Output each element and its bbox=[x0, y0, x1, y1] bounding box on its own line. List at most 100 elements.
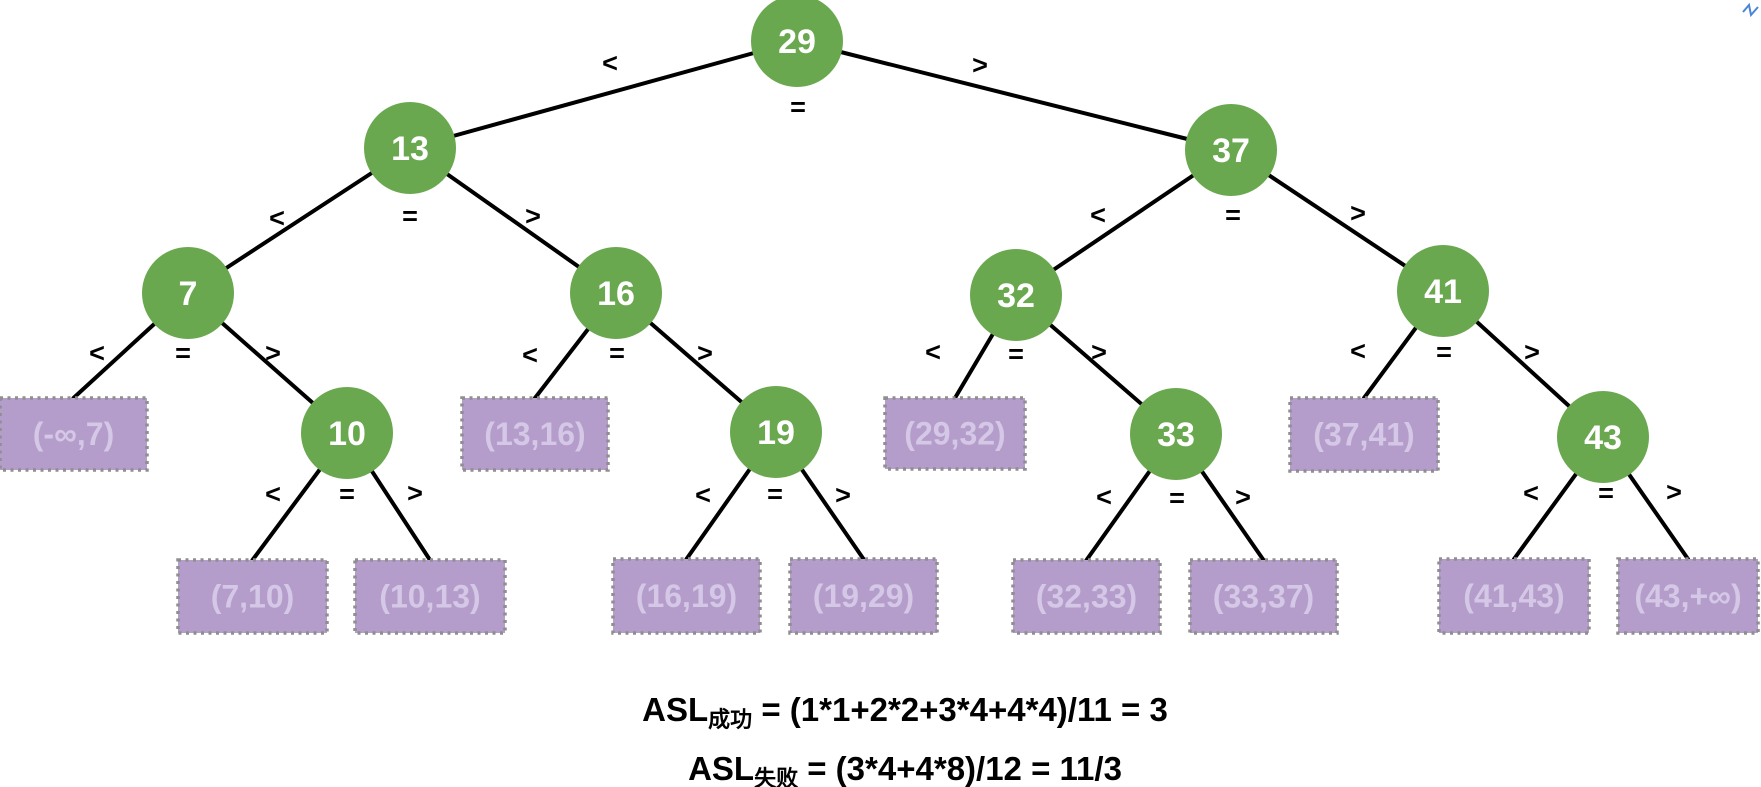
leaf-box-33_37 bbox=[1188, 558, 1339, 635]
tree-edge-32-33 bbox=[1046, 321, 1146, 408]
tree-edge-16-19 bbox=[646, 319, 746, 406]
tree-node-label-10: 10 bbox=[328, 415, 366, 453]
tree-node-label-41: 41 bbox=[1424, 273, 1462, 311]
edge-label-33-lt: < bbox=[1096, 482, 1112, 512]
leaf-label-37_41: (37,41) bbox=[1313, 417, 1414, 453]
leaf-label-41_43: (41,43) bbox=[1463, 578, 1564, 614]
tree-edge-41-43 bbox=[1472, 318, 1574, 410]
tree-edge-7-neg_inf_7 bbox=[71, 320, 159, 400]
edge-label-19-lt: < bbox=[695, 480, 711, 510]
tree-node-label-43: 43 bbox=[1584, 419, 1622, 457]
edge-label-32-lt: < bbox=[925, 337, 941, 367]
edge-label-33-eq: = bbox=[1169, 483, 1185, 513]
leaf-label-32_33: (32,33) bbox=[1036, 579, 1137, 615]
edge-label-41-lt: < bbox=[1350, 336, 1366, 366]
leaf-label-43_pos_inf: (43,+∞) bbox=[1634, 578, 1741, 614]
edge-label-43-eq: = bbox=[1598, 478, 1614, 508]
edge-label-7-eq: = bbox=[175, 338, 191, 368]
tree-node-32 bbox=[970, 249, 1062, 341]
edge-label-19-eq: = bbox=[767, 479, 783, 509]
tree-edge-10-10_13 bbox=[368, 467, 432, 562]
tree-edge-29-13 bbox=[449, 50, 758, 139]
tree-edge-41-37_41 bbox=[1362, 323, 1420, 400]
leaf-box-7_10 bbox=[176, 558, 329, 635]
edge-label-29-gt: > bbox=[972, 50, 988, 80]
tree-node-10 bbox=[301, 387, 393, 479]
tree-edge-37-41 bbox=[1264, 171, 1410, 270]
tree-edge-13-16 bbox=[443, 170, 583, 271]
asl-failure-expression: = (3*4+4*8)/12 = 11/3 bbox=[798, 750, 1122, 787]
tree-node-13 bbox=[364, 102, 456, 194]
tree-edge-33-32_33 bbox=[1084, 467, 1154, 562]
edge-label-7-lt: < bbox=[89, 338, 105, 368]
asl-success-expression: = (1*1+2*2+3*4+4*4)/11 = 3 bbox=[752, 691, 1168, 728]
edge-label-43-gt: > bbox=[1666, 477, 1682, 507]
leaf-box-10_13 bbox=[353, 558, 507, 635]
tree-node-43 bbox=[1557, 391, 1649, 483]
tree-edge-33-33_37 bbox=[1198, 467, 1266, 562]
asl-failure-base: ASL bbox=[688, 750, 755, 787]
tree-node-16 bbox=[570, 247, 662, 339]
tree-edge-32-29_32 bbox=[953, 330, 997, 400]
edge-label-29-eq: = bbox=[790, 92, 806, 122]
leaf-box-19_29 bbox=[788, 557, 939, 635]
tree-node-label-7: 7 bbox=[179, 275, 198, 313]
edge-label-16-gt: > bbox=[697, 338, 713, 368]
edge-label-16-lt: < bbox=[522, 340, 538, 370]
tree-node-29 bbox=[751, 0, 843, 87]
leaf-box-41_43 bbox=[1437, 557, 1591, 635]
tree-edge-19-16_19 bbox=[684, 465, 754, 561]
tree-node-label-16: 16 bbox=[597, 275, 635, 313]
edge-label-13-eq: = bbox=[402, 201, 418, 231]
tree-node-7 bbox=[142, 247, 234, 339]
leaf-box-13_16 bbox=[460, 396, 610, 472]
leaf-label-29_32: (29,32) bbox=[904, 416, 1005, 452]
tree-edge-43-41_43 bbox=[1512, 469, 1580, 561]
leaf-box-16_19 bbox=[611, 557, 762, 635]
tree-edge-29-37 bbox=[836, 49, 1192, 142]
edge-label-37-eq: = bbox=[1225, 200, 1241, 230]
tree-edge-7-10 bbox=[218, 319, 317, 407]
edge-label-10-eq: = bbox=[339, 479, 355, 509]
leaf-label-neg_inf_7: (-∞,7) bbox=[33, 416, 114, 452]
leaf-label-7_10: (7,10) bbox=[211, 579, 295, 615]
leaf-label-19_29: (19,29) bbox=[813, 578, 914, 614]
tree-edge-10-7_10 bbox=[250, 465, 324, 562]
tree-edge-19-19_29 bbox=[798, 465, 866, 561]
tree-node-19 bbox=[730, 386, 822, 478]
edge-label-32-gt: > bbox=[1091, 337, 1107, 367]
tree-edge-16-13_16 bbox=[533, 325, 592, 400]
tree-node-37 bbox=[1185, 104, 1277, 196]
edge-label-37-lt: < bbox=[1090, 200, 1106, 230]
tree-edge-13-7 bbox=[222, 169, 376, 272]
edge-label-41-gt: > bbox=[1524, 337, 1540, 367]
leaf-label-16_19: (16,19) bbox=[636, 578, 737, 614]
edge-label-10-lt: < bbox=[265, 479, 281, 509]
leaf-box-32_33 bbox=[1011, 558, 1162, 635]
leaf-box-43_pos_inf bbox=[1616, 557, 1760, 635]
edge-label-41-eq: = bbox=[1436, 337, 1452, 367]
tree-node-label-33: 33 bbox=[1157, 416, 1195, 454]
tree-node-label-37: 37 bbox=[1212, 132, 1250, 170]
edge-label-16-eq: = bbox=[609, 338, 625, 368]
edge-label-37-gt: > bbox=[1350, 198, 1366, 228]
leaf-box-29_32 bbox=[883, 396, 1027, 471]
edge-label-32-eq: = bbox=[1008, 339, 1024, 369]
leaf-label-10_13: (10,13) bbox=[379, 579, 480, 615]
tree-node-label-32: 32 bbox=[997, 277, 1035, 315]
asl-failure-formula: ASL失败 = (3*4+4*8)/12 = 11/3 bbox=[688, 750, 1122, 787]
edge-label-13-lt: < bbox=[269, 203, 285, 233]
asl-failure-subscript: 失败 bbox=[754, 766, 799, 787]
tree-node-label-19: 19 bbox=[757, 414, 795, 452]
tree-node-label-29: 29 bbox=[778, 23, 816, 61]
edge-label-43-lt: < bbox=[1523, 478, 1539, 508]
edge-label-7-gt: > bbox=[265, 338, 281, 368]
asl-success-formula: ASL成功 = (1*1+2*2+3*4+4*4)/11 = 3 bbox=[642, 691, 1168, 733]
edge-label-13-gt: > bbox=[525, 201, 541, 231]
asl-success-base: ASL bbox=[642, 691, 709, 728]
tree-node-label-13: 13 bbox=[391, 130, 429, 168]
tree-edge-43-43_pos_inf bbox=[1625, 470, 1690, 561]
tree-edge-37-32 bbox=[1049, 172, 1198, 273]
edge-label-19-gt: > bbox=[835, 480, 851, 510]
